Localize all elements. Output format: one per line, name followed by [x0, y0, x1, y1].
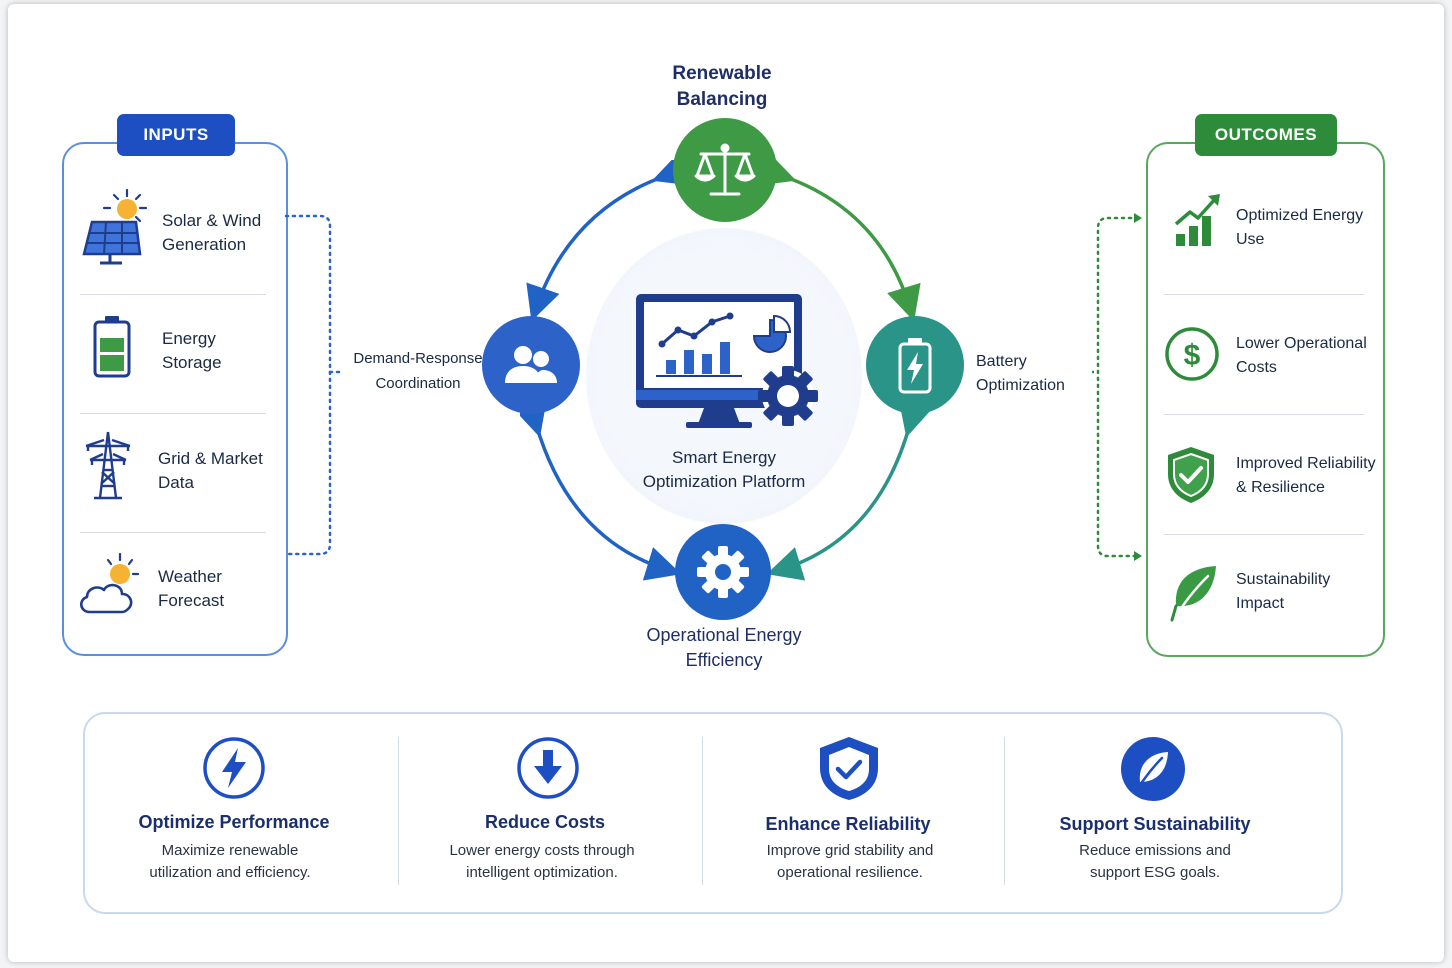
center-platform-label: Smart Energy Optimization Platform [642, 448, 806, 491]
battery-icon [92, 314, 134, 378]
operational-efficiency-node [675, 524, 771, 620]
inputs-tag: INPUTS [117, 114, 235, 156]
input-label-solar: Solar & Wind Generation [162, 211, 262, 254]
outcomes-connector [1092, 213, 1142, 561]
benefit-separator [1004, 737, 1005, 885]
benefit-title: Reduce Costs [484, 812, 606, 832]
renewable-balancing-node [673, 118, 777, 222]
inputs-connector [284, 214, 346, 556]
inputs-divider [80, 294, 266, 295]
outcome-label-costs: Lower Operational Costs [1236, 335, 1367, 376]
transmission-tower-icon [82, 430, 134, 500]
benefit-desc: Improve grid stability and operational r… [766, 842, 934, 881]
shield-check-icon [1164, 444, 1218, 506]
benefit-desc: Lower energy costs through intelligent o… [449, 842, 635, 881]
inputs-divider [80, 532, 266, 533]
svg-text:$: $ [1184, 339, 1201, 372]
battery-optimization-node [866, 316, 964, 414]
lightning-icon [202, 736, 266, 800]
outcomes-divider [1164, 294, 1364, 295]
dollar-icon: $ [1163, 325, 1221, 383]
demand-response-label: Demand-Response Coordination [353, 350, 483, 392]
benefit-desc: Reduce emissions and support ESG goals. [1079, 842, 1231, 881]
outcomes-tag: OUTCOMES [1195, 114, 1337, 156]
gear-icon [697, 546, 749, 598]
outcomes-divider [1164, 414, 1364, 415]
operational-efficiency-label: Operational Energy Efficiency [646, 625, 802, 670]
outcome-label-sustainability: Sustainability Impact [1236, 571, 1331, 612]
leaf-icon [1168, 562, 1220, 624]
benefit-separator [398, 737, 399, 885]
solar-panel-sun-icon [80, 186, 154, 266]
battery-optimization-label: Battery Optimization [976, 353, 1065, 394]
battery-bolt-icon [898, 338, 932, 394]
benefit-title: Optimize Performance [138, 812, 330, 832]
benefit-title: Support Sustainability [1059, 814, 1251, 834]
demand-response-node [482, 316, 580, 414]
leaf-icon [1120, 736, 1186, 802]
benefit-desc: Maximize renewable utilization and effic… [149, 842, 311, 881]
renewable-balancing-label: Renewable Balancing [672, 63, 772, 110]
outcome-label-energy: Optimized Energy Use [1236, 207, 1364, 248]
users-icon [505, 346, 557, 383]
input-label-storage: Energy Storage [162, 329, 222, 372]
outcome-label-reliability: Improved Reliability & Resilience [1236, 455, 1376, 496]
input-label-weather: Weather Forecast [158, 567, 225, 610]
benefit-separator [702, 737, 703, 885]
scales-icon [694, 143, 756, 196]
cloud-sun-icon [76, 552, 142, 616]
outcomes-panel [1146, 142, 1385, 657]
outcomes-divider [1164, 534, 1364, 535]
benefit-title: Enhance Reliability [765, 814, 931, 834]
cycle-arrows [520, 160, 930, 581]
inputs-divider [80, 413, 266, 414]
growth-chart-icon [1172, 190, 1224, 250]
input-label-grid: Grid & Market Data [158, 449, 263, 492]
arrow-down-icon [516, 736, 580, 800]
shield-check-icon [814, 734, 884, 802]
monitor-analytics-gear-icon [632, 290, 826, 434]
